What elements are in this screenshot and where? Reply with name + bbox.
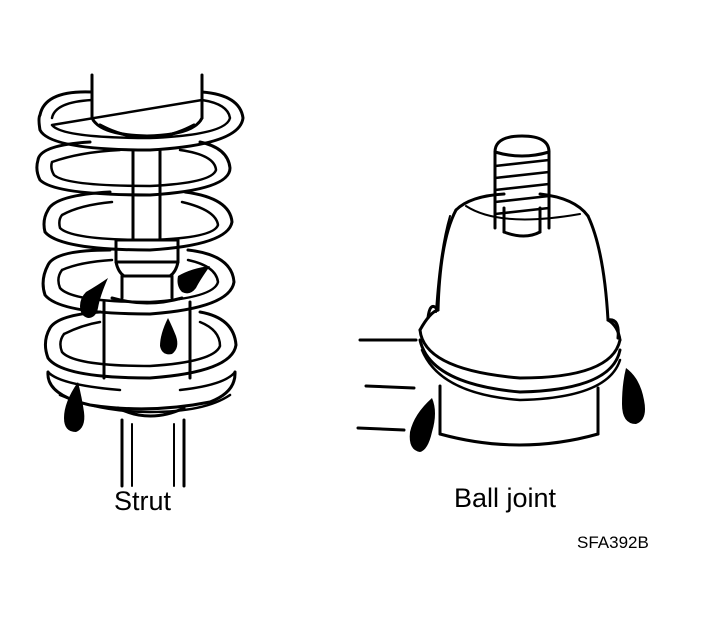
strut-assembly	[35, 73, 245, 488]
oil-leak-drops	[64, 266, 210, 432]
threaded-stud	[493, 134, 551, 234]
strut-lower-tube	[116, 406, 186, 488]
coil-spring	[35, 90, 245, 414]
figure-code: SFA392B	[577, 533, 649, 552]
ball-joint-assembly	[356, 134, 645, 452]
ball-joint-label: Ball joint	[454, 483, 557, 513]
oil-drop-1	[80, 278, 108, 318]
grease-drop-right	[622, 368, 645, 424]
strut-upper-housing	[90, 73, 204, 139]
oil-drop-3	[160, 318, 178, 355]
strut-label: Strut	[114, 486, 172, 516]
motion-lines	[356, 338, 418, 432]
ball-joint-boot	[418, 304, 622, 447]
grease-leak-drops	[409, 368, 645, 452]
oil-drop-4	[64, 382, 85, 432]
oil-drop-2	[177, 266, 210, 294]
piston-rod	[102, 148, 192, 380]
grease-drop-left	[409, 398, 435, 452]
ball-joint-housing	[435, 192, 610, 322]
